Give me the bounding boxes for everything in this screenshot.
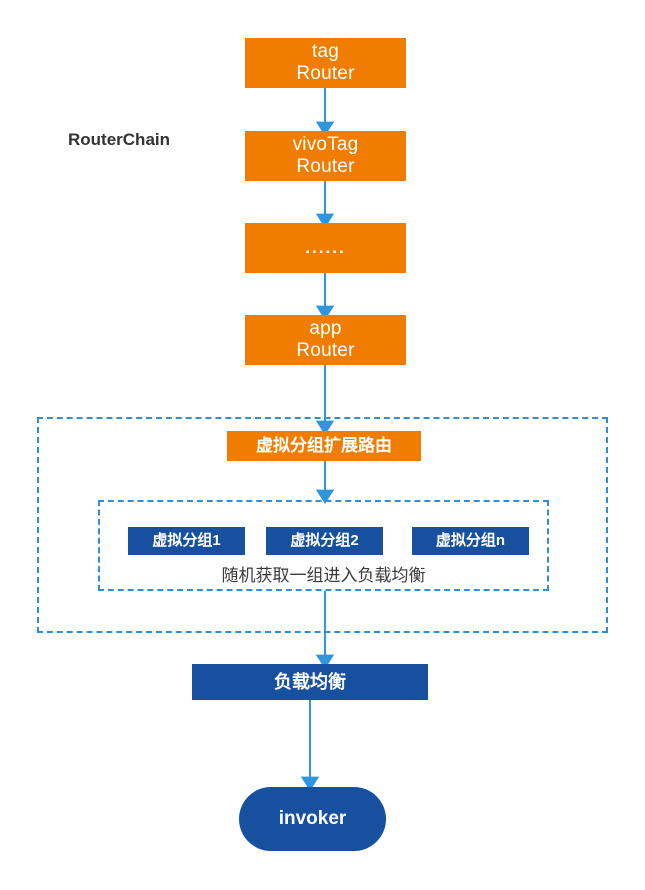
node-ellipsis[interactable]: ......: [245, 223, 406, 273]
node-invoker[interactable]: invoker: [239, 787, 386, 851]
node-app-router[interactable]: app Router: [245, 315, 406, 365]
node-tag-router[interactable]: tag Router: [245, 38, 406, 88]
node-virtual-group-2[interactable]: 虚拟分组2: [266, 527, 383, 555]
node-virtual-group-route[interactable]: 虚拟分组扩展路由: [227, 431, 421, 461]
routerchain-label: RouterChain: [68, 130, 170, 149]
random-select-caption: 随机获取一组进入负载均衡: [221, 566, 426, 585]
node-virtual-group-n[interactable]: 虚拟分组n: [412, 527, 529, 555]
virtual-group-outer-container: [37, 417, 608, 633]
node-virtual-group-1[interactable]: 虚拟分组1: [128, 527, 245, 555]
node-vivotag-router[interactable]: vivoTag Router: [245, 131, 406, 181]
node-load-balance[interactable]: 负载均衡: [192, 664, 428, 700]
